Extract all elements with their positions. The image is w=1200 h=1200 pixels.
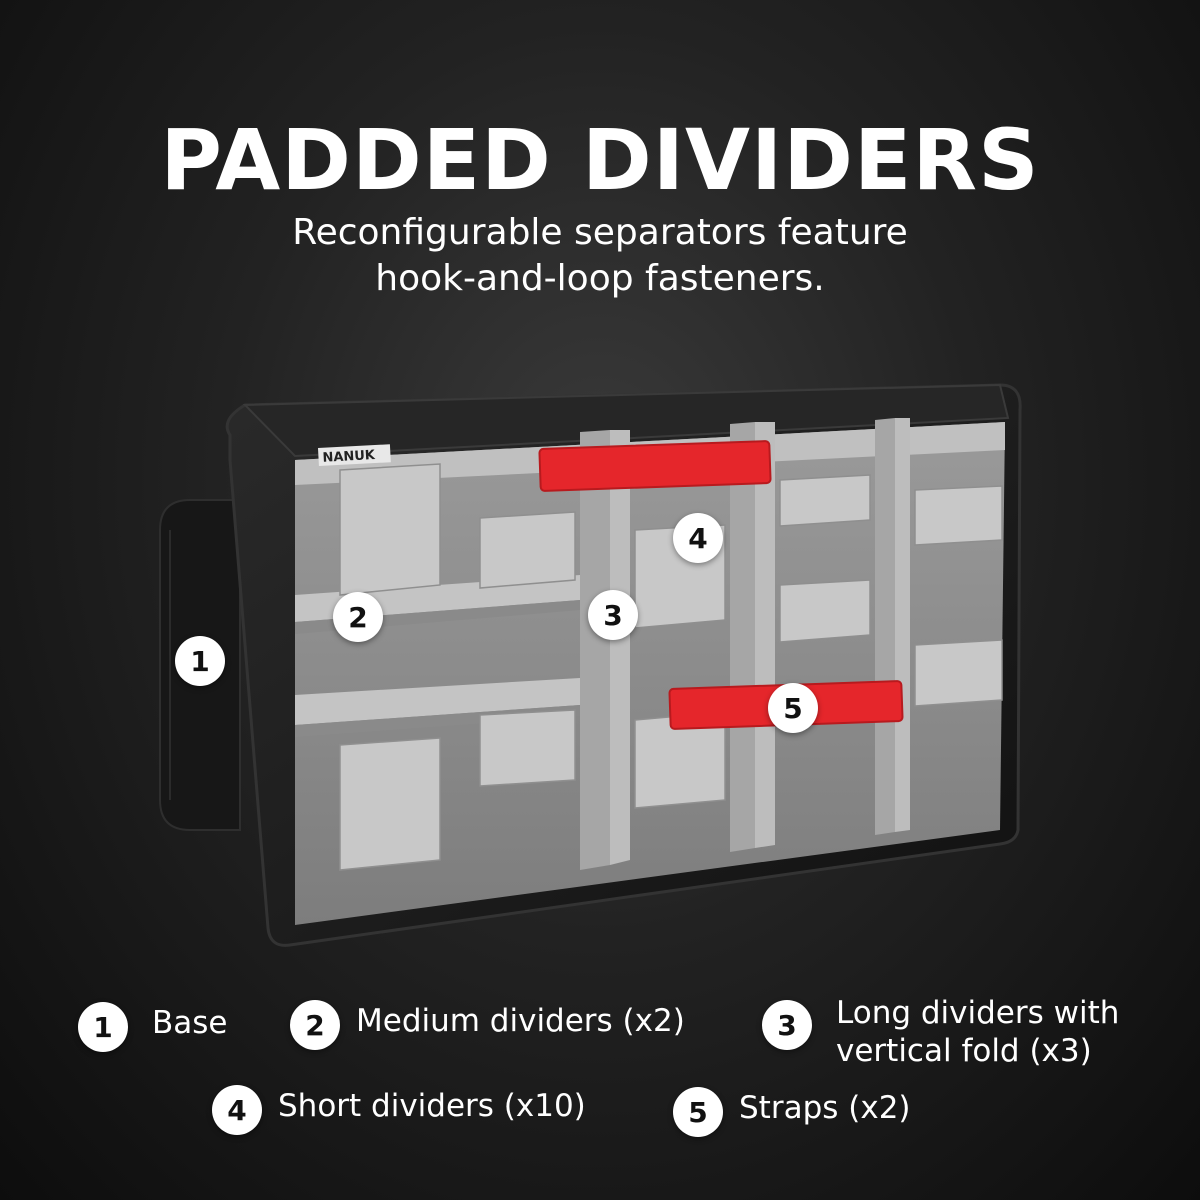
legend-item-base: 1 Base bbox=[78, 1002, 228, 1052]
short-divider bbox=[339, 463, 441, 596]
long-divider bbox=[580, 430, 630, 870]
long-divider bbox=[875, 418, 910, 835]
divider-insert-illustration: NANUK bbox=[159, 383, 1022, 947]
legend-item-straps: 5 Straps (x2) bbox=[673, 1087, 911, 1137]
callout-badge-3: 3 bbox=[588, 590, 638, 640]
short-divider bbox=[779, 579, 871, 643]
legend-badge-5: 5 bbox=[673, 1087, 723, 1137]
brand-tag-text: NANUK bbox=[322, 448, 376, 466]
page-subtitle: Reconfigurable separators feature hook-a… bbox=[0, 210, 1200, 302]
legend-badge-4: 4 bbox=[212, 1085, 262, 1135]
legend-item-medium-dividers: 2 Medium dividers (x2) bbox=[290, 1000, 685, 1050]
legend-item-short-dividers: 4 Short dividers (x10) bbox=[212, 1085, 586, 1135]
callout-badge-5: 5 bbox=[768, 683, 818, 733]
legend-label-base: Base bbox=[152, 1005, 228, 1041]
brand-tag bbox=[318, 444, 391, 466]
subtitle-line-2: hook-and-loop fasteners. bbox=[375, 258, 825, 299]
legend-badge-1: 1 bbox=[78, 1002, 128, 1052]
short-divider bbox=[914, 639, 1003, 707]
subtitle-line-1: Reconfigurable separators feature bbox=[292, 212, 908, 253]
short-divider bbox=[339, 737, 441, 871]
legend-label-medium-dividers: Medium dividers (x2) bbox=[356, 1003, 685, 1039]
short-divider bbox=[479, 709, 576, 787]
legend-badge-2: 2 bbox=[290, 1000, 340, 1050]
page-title: PADDED DIVIDERS bbox=[160, 111, 1040, 209]
short-divider bbox=[779, 474, 871, 527]
legend-badge-3: 3 bbox=[762, 1000, 812, 1050]
legend-label-long-dividers: Long dividers with vertical fold (x3) bbox=[836, 994, 1119, 1070]
short-divider bbox=[914, 485, 1003, 546]
short-divider bbox=[479, 511, 576, 589]
strap-top bbox=[538, 440, 772, 492]
legend-label-long-dividers-line1: Long dividers with bbox=[836, 995, 1120, 1031]
long-divider bbox=[730, 422, 775, 852]
interior-floor bbox=[295, 422, 1005, 925]
legend-label-straps: Straps (x2) bbox=[739, 1090, 911, 1126]
legend-label-long-dividers-line2: vertical fold (x3) bbox=[836, 1033, 1092, 1069]
legend-label-short-dividers: Short dividers (x10) bbox=[278, 1088, 586, 1124]
callout-badge-2: 2 bbox=[333, 592, 383, 642]
legend-item-long-dividers: 3 Long dividers with vertical fold (x3) bbox=[762, 995, 1119, 1070]
callout-badge-1: 1 bbox=[175, 636, 225, 686]
callout-badge-4: 4 bbox=[673, 513, 723, 563]
